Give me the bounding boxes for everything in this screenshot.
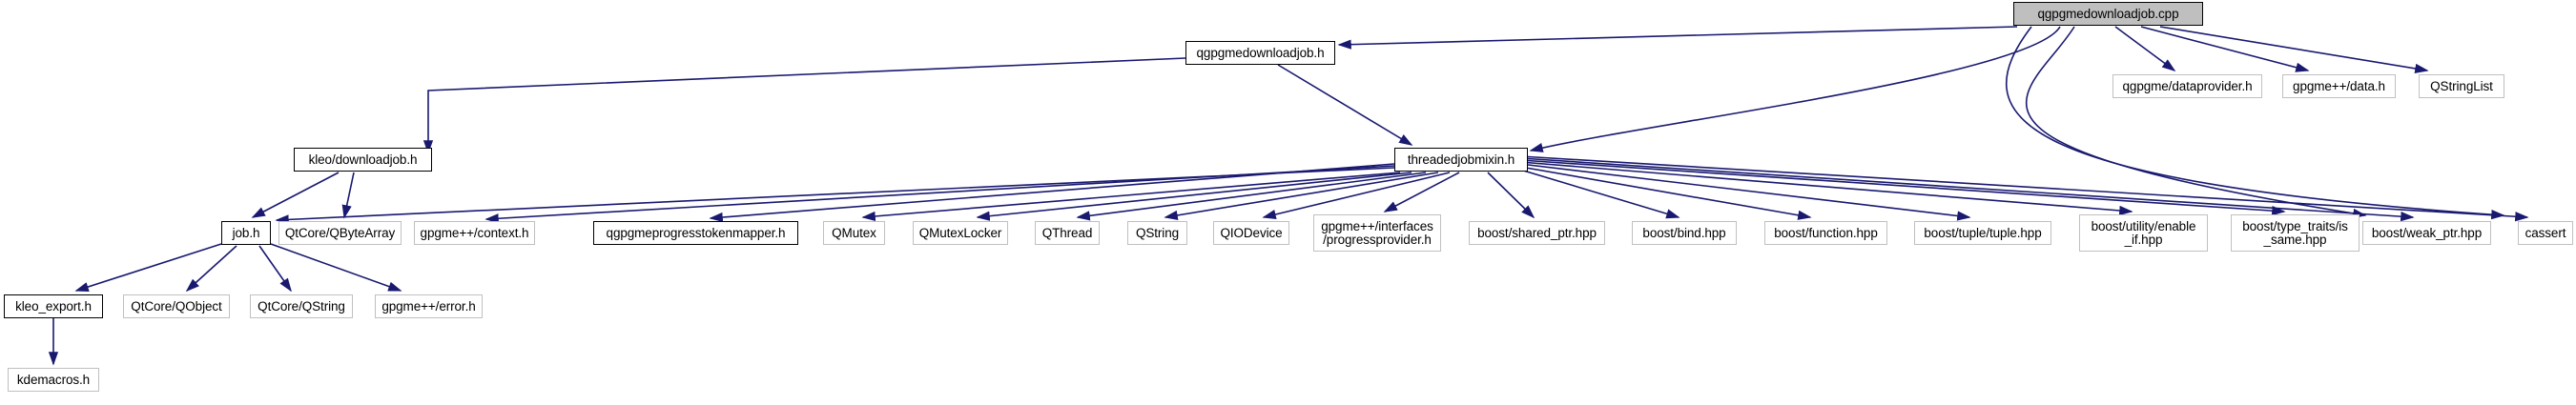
edge-n7-n27: [258, 245, 292, 293]
edge-n1-n6: [1277, 64, 1413, 146]
graph-node-n26[interactable]: QtCore/QObject: [123, 294, 230, 318]
graph-node-n11[interactable]: QMutex: [823, 221, 885, 245]
edge-n7-n28: [270, 243, 402, 292]
edge-n6-n9: [484, 165, 1395, 224]
graph-node-n20[interactable]: boost/tuple/tuple.hpp: [1914, 221, 2051, 245]
edge-n6-n17: [1487, 172, 1535, 219]
edge-n0-n6: [1529, 26, 2061, 152]
graph-node-n22[interactable]: boost/type_traits/is _same.hpp: [2231, 214, 2360, 252]
edge-n0-n3: [2140, 26, 2310, 72]
edge-n6-n12: [976, 172, 1412, 221]
edge-n6-n21: [1519, 161, 2133, 216]
graph-node-n6[interactable]: threadedjobmixin.h: [1394, 148, 1528, 172]
graph-node-n3[interactable]: gpgme++/data.h: [2282, 74, 2396, 98]
graph-node-n4[interactable]: QStringList: [2419, 74, 2504, 98]
graph-node-n1[interactable]: qgpgmedownloadjob.h: [1185, 41, 1335, 65]
graph-node-n17[interactable]: boost/shared_ptr.hpp: [1469, 221, 1605, 245]
edge-n0-n2: [2114, 26, 2176, 71]
graph-node-n0[interactable]: qgpgmedownloadjob.cpp: [2013, 2, 2203, 26]
edge-n6-n15: [1262, 172, 1451, 219]
graph-node-n16[interactable]: gpgme++/interfaces /progressprovider.h: [1313, 214, 1441, 252]
edge-n6-n19: [1519, 166, 1812, 220]
graph-node-n27[interactable]: QtCore/QString: [250, 294, 353, 318]
edge-n6-n14: [1164, 172, 1439, 220]
graph-node-n12[interactable]: QMutexLocker: [913, 221, 1008, 245]
graph-node-n19[interactable]: boost/function.hpp: [1764, 221, 1887, 245]
graph-node-n29[interactable]: kdemacros.h: [8, 368, 99, 392]
graph-node-n24[interactable]: cassert: [2518, 221, 2573, 245]
edge-n6-n11: [861, 172, 1401, 222]
edge-n6-n10: [709, 163, 1395, 223]
edge-n1-n5: [422, 57, 1186, 154]
graph-node-n2[interactable]: qgpgme/dataprovider.h: [2112, 74, 2262, 98]
edge-n6-n18: [1519, 169, 1680, 219]
graph-node-n13[interactable]: QThread: [1035, 221, 1100, 245]
graph-node-n28[interactable]: gpgme++/error.h: [375, 294, 483, 318]
graph-node-n21[interactable]: boost/utility/enable _if.hpp: [2079, 214, 2208, 252]
edge-n6-n23: [1519, 157, 2415, 222]
graph-node-n5[interactable]: kleo/downloadjob.h: [294, 148, 432, 172]
graph-node-n23[interactable]: boost/weak_ptr.hpp: [2362, 221, 2491, 245]
edge-n6-n22: [1519, 159, 2286, 216]
graph-node-n9[interactable]: gpgme++/context.h: [414, 221, 535, 245]
edge-n6-n20: [1519, 163, 1971, 221]
graph-node-n25[interactable]: kleo_export.h: [4, 294, 103, 318]
edge-n6-n13: [1076, 172, 1427, 221]
edge-n0-n1: [1337, 26, 2018, 50]
edge-n6-n16: [1383, 172, 1460, 213]
edge-n5-n7: [251, 172, 340, 218]
graph-node-n18[interactable]: boost/bind.hpp: [1632, 221, 1737, 245]
graph-node-n7[interactable]: job.h: [221, 221, 271, 245]
edge-n0-n24: [2005, 26, 2505, 220]
graph-node-n10[interactable]: qgpgmeprogresstokenmapper.h: [593, 221, 798, 245]
graph-node-n8[interactable]: QtCore/QByteArray: [278, 221, 402, 245]
edge-n7-n25: [74, 243, 222, 292]
edge-n0-n23: [2025, 26, 2367, 219]
edge-n0-n4: [2159, 26, 2429, 73]
edge-n7-n26: [185, 245, 237, 293]
edge-n6-n7: [275, 167, 1395, 225]
edge-n6-n24: [1519, 155, 2529, 222]
graph-node-n15[interactable]: QIODevice: [1213, 221, 1289, 245]
edge-n5-n8: [341, 172, 355, 219]
graph-node-n14[interactable]: QString: [1127, 221, 1187, 245]
